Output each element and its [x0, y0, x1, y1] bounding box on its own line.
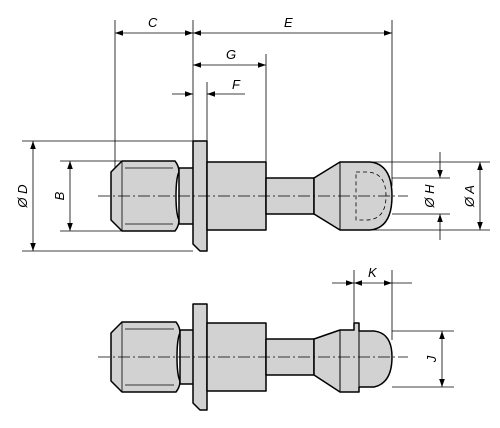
- dim-k-label: K: [368, 265, 378, 280]
- top-body: [206, 161, 267, 231]
- dim-c-label: C: [148, 15, 158, 30]
- dim-j-label: J: [424, 355, 439, 363]
- bottom-view: [98, 303, 408, 411]
- dim-e-label: E: [284, 15, 293, 30]
- bottom-body: [206, 322, 267, 392]
- dim-d-label: Ø D: [15, 184, 30, 208]
- dim-b-label: B: [52, 191, 67, 200]
- dim-g-label: G: [226, 47, 236, 62]
- top-view: [98, 140, 408, 252]
- dim-f-label: F: [232, 77, 241, 92]
- dimensions: C E G F Ø D B Ø H Ø A: [15, 15, 490, 388]
- bottom-cone-head: [313, 322, 393, 393]
- dim-a-label: Ø A: [462, 185, 477, 208]
- dim-h-label: Ø H: [422, 184, 437, 209]
